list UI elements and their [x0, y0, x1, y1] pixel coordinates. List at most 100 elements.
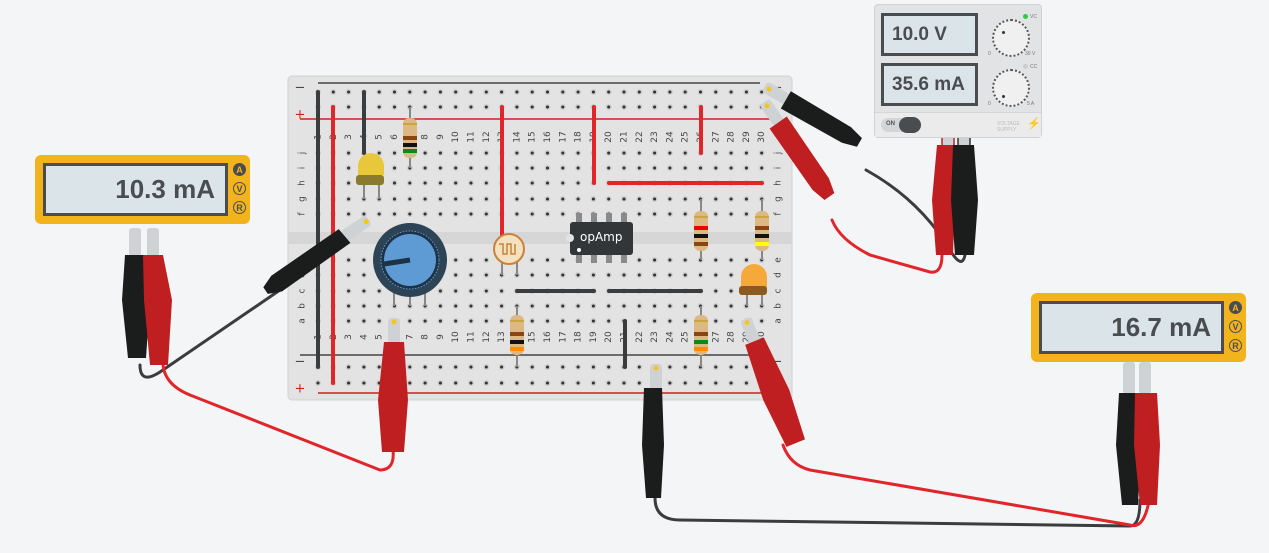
- breadboard-hole[interactable]: [406, 88, 413, 96]
- breadboard-hole[interactable]: [467, 103, 475, 111]
- breadboard-hole[interactable]: [345, 302, 352, 310]
- breadboard-hole[interactable]: [452, 179, 459, 187]
- breadboard-hole[interactable]: [728, 210, 735, 218]
- multimeter-right[interactable]: 16.7 mA A V R: [1031, 293, 1246, 362]
- breadboard-hole[interactable]: [345, 195, 352, 203]
- breadboard-hole[interactable]: [437, 164, 444, 172]
- breadboard-hole[interactable]: [422, 164, 429, 172]
- mode-ampere-icon[interactable]: A: [233, 163, 246, 176]
- breadboard-hole[interactable]: [529, 379, 536, 387]
- breadboard-hole[interactable]: [345, 103, 352, 111]
- breadboard-hole[interactable]: [712, 287, 719, 295]
- breadboard-hole[interactable]: [682, 149, 689, 157]
- breadboard-hole[interactable]: [376, 210, 383, 218]
- breadboard-hole[interactable]: [529, 317, 536, 325]
- breadboard-hole[interactable]: [529, 164, 536, 172]
- breadboard-hole[interactable]: [697, 164, 704, 172]
- clip-black-pot[interactable]: [260, 212, 375, 298]
- breadboard-hole[interactable]: [376, 88, 383, 96]
- wire-meter2-black[interactable]: [653, 496, 1142, 528]
- breadboard-hole[interactable]: [559, 149, 566, 157]
- breadboard-hole[interactable]: [728, 287, 735, 295]
- breadboard-hole[interactable]: [422, 179, 429, 187]
- breadboard-hole[interactable]: [712, 271, 719, 279]
- clip-red-meter1[interactable]: [143, 228, 172, 365]
- breadboard-hole[interactable]: [743, 256, 750, 264]
- breadboard-hole[interactable]: [498, 317, 505, 325]
- breadboard-hole[interactable]: [529, 195, 536, 203]
- breadboard-hole[interactable]: [498, 379, 505, 387]
- breadboard-hole[interactable]: [437, 287, 444, 295]
- breadboard-hole[interactable]: [467, 363, 475, 371]
- breadboard-hole[interactable]: [483, 317, 490, 325]
- breadboard-hole[interactable]: [422, 149, 429, 157]
- breadboard-hole[interactable]: [712, 379, 719, 387]
- clip-black-meter1[interactable]: [122, 228, 150, 358]
- clip-red-pot[interactable]: [378, 318, 408, 452]
- breadboard-hole[interactable]: [636, 149, 643, 157]
- mode-ampere-icon[interactable]: A: [1229, 301, 1242, 314]
- breadboard-hole[interactable]: [620, 164, 628, 172]
- mode-volt-icon[interactable]: V: [1229, 320, 1242, 333]
- breadboard-hole[interactable]: [422, 103, 429, 111]
- breadboard-hole[interactable]: [559, 379, 566, 387]
- breadboard-hole[interactable]: [712, 363, 719, 371]
- breadboard-hole[interactable]: [467, 317, 475, 325]
- breadboard-hole[interactable]: [620, 149, 628, 157]
- breadboard-hole[interactable]: [529, 149, 536, 157]
- breadboard-hole[interactable]: [636, 256, 643, 264]
- clip-black-psu[interactable]: [951, 119, 978, 255]
- breadboard-hole[interactable]: [345, 210, 352, 218]
- breadboard-hole[interactable]: [544, 103, 551, 111]
- breadboard-hole[interactable]: [697, 271, 704, 279]
- breadboard-hole[interactable]: [513, 179, 520, 187]
- breadboard-hole[interactable]: [636, 164, 643, 172]
- breadboard-hole[interactable]: [682, 379, 689, 387]
- breadboard-hole[interactable]: [666, 149, 673, 157]
- breadboard-hole[interactable]: [467, 164, 475, 172]
- breadboard-hole[interactable]: [559, 88, 566, 96]
- breadboard-hole[interactable]: [483, 210, 490, 218]
- breadboard-hole[interactable]: [483, 379, 490, 387]
- breadboard-hole[interactable]: [743, 149, 750, 157]
- breadboard-hole[interactable]: [728, 271, 735, 279]
- breadboard-hole[interactable]: [483, 88, 490, 96]
- breadboard-hole[interactable]: [575, 271, 582, 279]
- breadboard-hole[interactable]: [529, 302, 536, 310]
- breadboard-hole[interactable]: [360, 271, 367, 279]
- resistor-r2[interactable]: [510, 306, 524, 367]
- clip-black-col22[interactable]: [642, 364, 664, 498]
- breadboard-hole[interactable]: [529, 103, 536, 111]
- breadboard-hole[interactable]: [651, 210, 658, 218]
- breadboard-hole[interactable]: [590, 363, 597, 371]
- breadboard-hole[interactable]: [666, 164, 673, 172]
- breadboard-hole[interactable]: [712, 88, 719, 96]
- breadboard-hole[interactable]: [682, 88, 689, 96]
- breadboard-hole[interactable]: [666, 317, 673, 325]
- breadboard-hole[interactable]: [437, 302, 444, 310]
- breadboard-hole[interactable]: [483, 195, 490, 203]
- mode-ohm-icon[interactable]: R: [233, 201, 246, 214]
- breadboard-hole[interactable]: [422, 210, 429, 218]
- breadboard-hole[interactable]: [452, 103, 459, 111]
- breadboard-hole[interactable]: [513, 195, 520, 203]
- breadboard-hole[interactable]: [682, 256, 689, 264]
- breadboard-hole[interactable]: [406, 210, 413, 218]
- breadboard-hole[interactable]: [682, 302, 689, 310]
- breadboard-hole[interactable]: [559, 210, 566, 218]
- breadboard-hole[interactable]: [758, 164, 765, 172]
- breadboard-hole[interactable]: [391, 195, 398, 203]
- breadboard-hole[interactable]: [636, 103, 643, 111]
- breadboard-hole[interactable]: [452, 317, 459, 325]
- breadboard-hole[interactable]: [422, 363, 429, 371]
- breadboard-hole[interactable]: [513, 149, 520, 157]
- breadboard-hole[interactable]: [544, 363, 551, 371]
- breadboard-hole[interactable]: [345, 88, 352, 96]
- breadboard-hole[interactable]: [483, 103, 490, 111]
- breadboard-hole[interactable]: [498, 363, 505, 371]
- breadboard-hole[interactable]: [483, 271, 490, 279]
- breadboard-hole[interactable]: [590, 195, 597, 203]
- breadboard-hole[interactable]: [666, 363, 673, 371]
- breadboard-hole[interactable]: [544, 88, 551, 96]
- breadboard-hole[interactable]: [559, 164, 566, 172]
